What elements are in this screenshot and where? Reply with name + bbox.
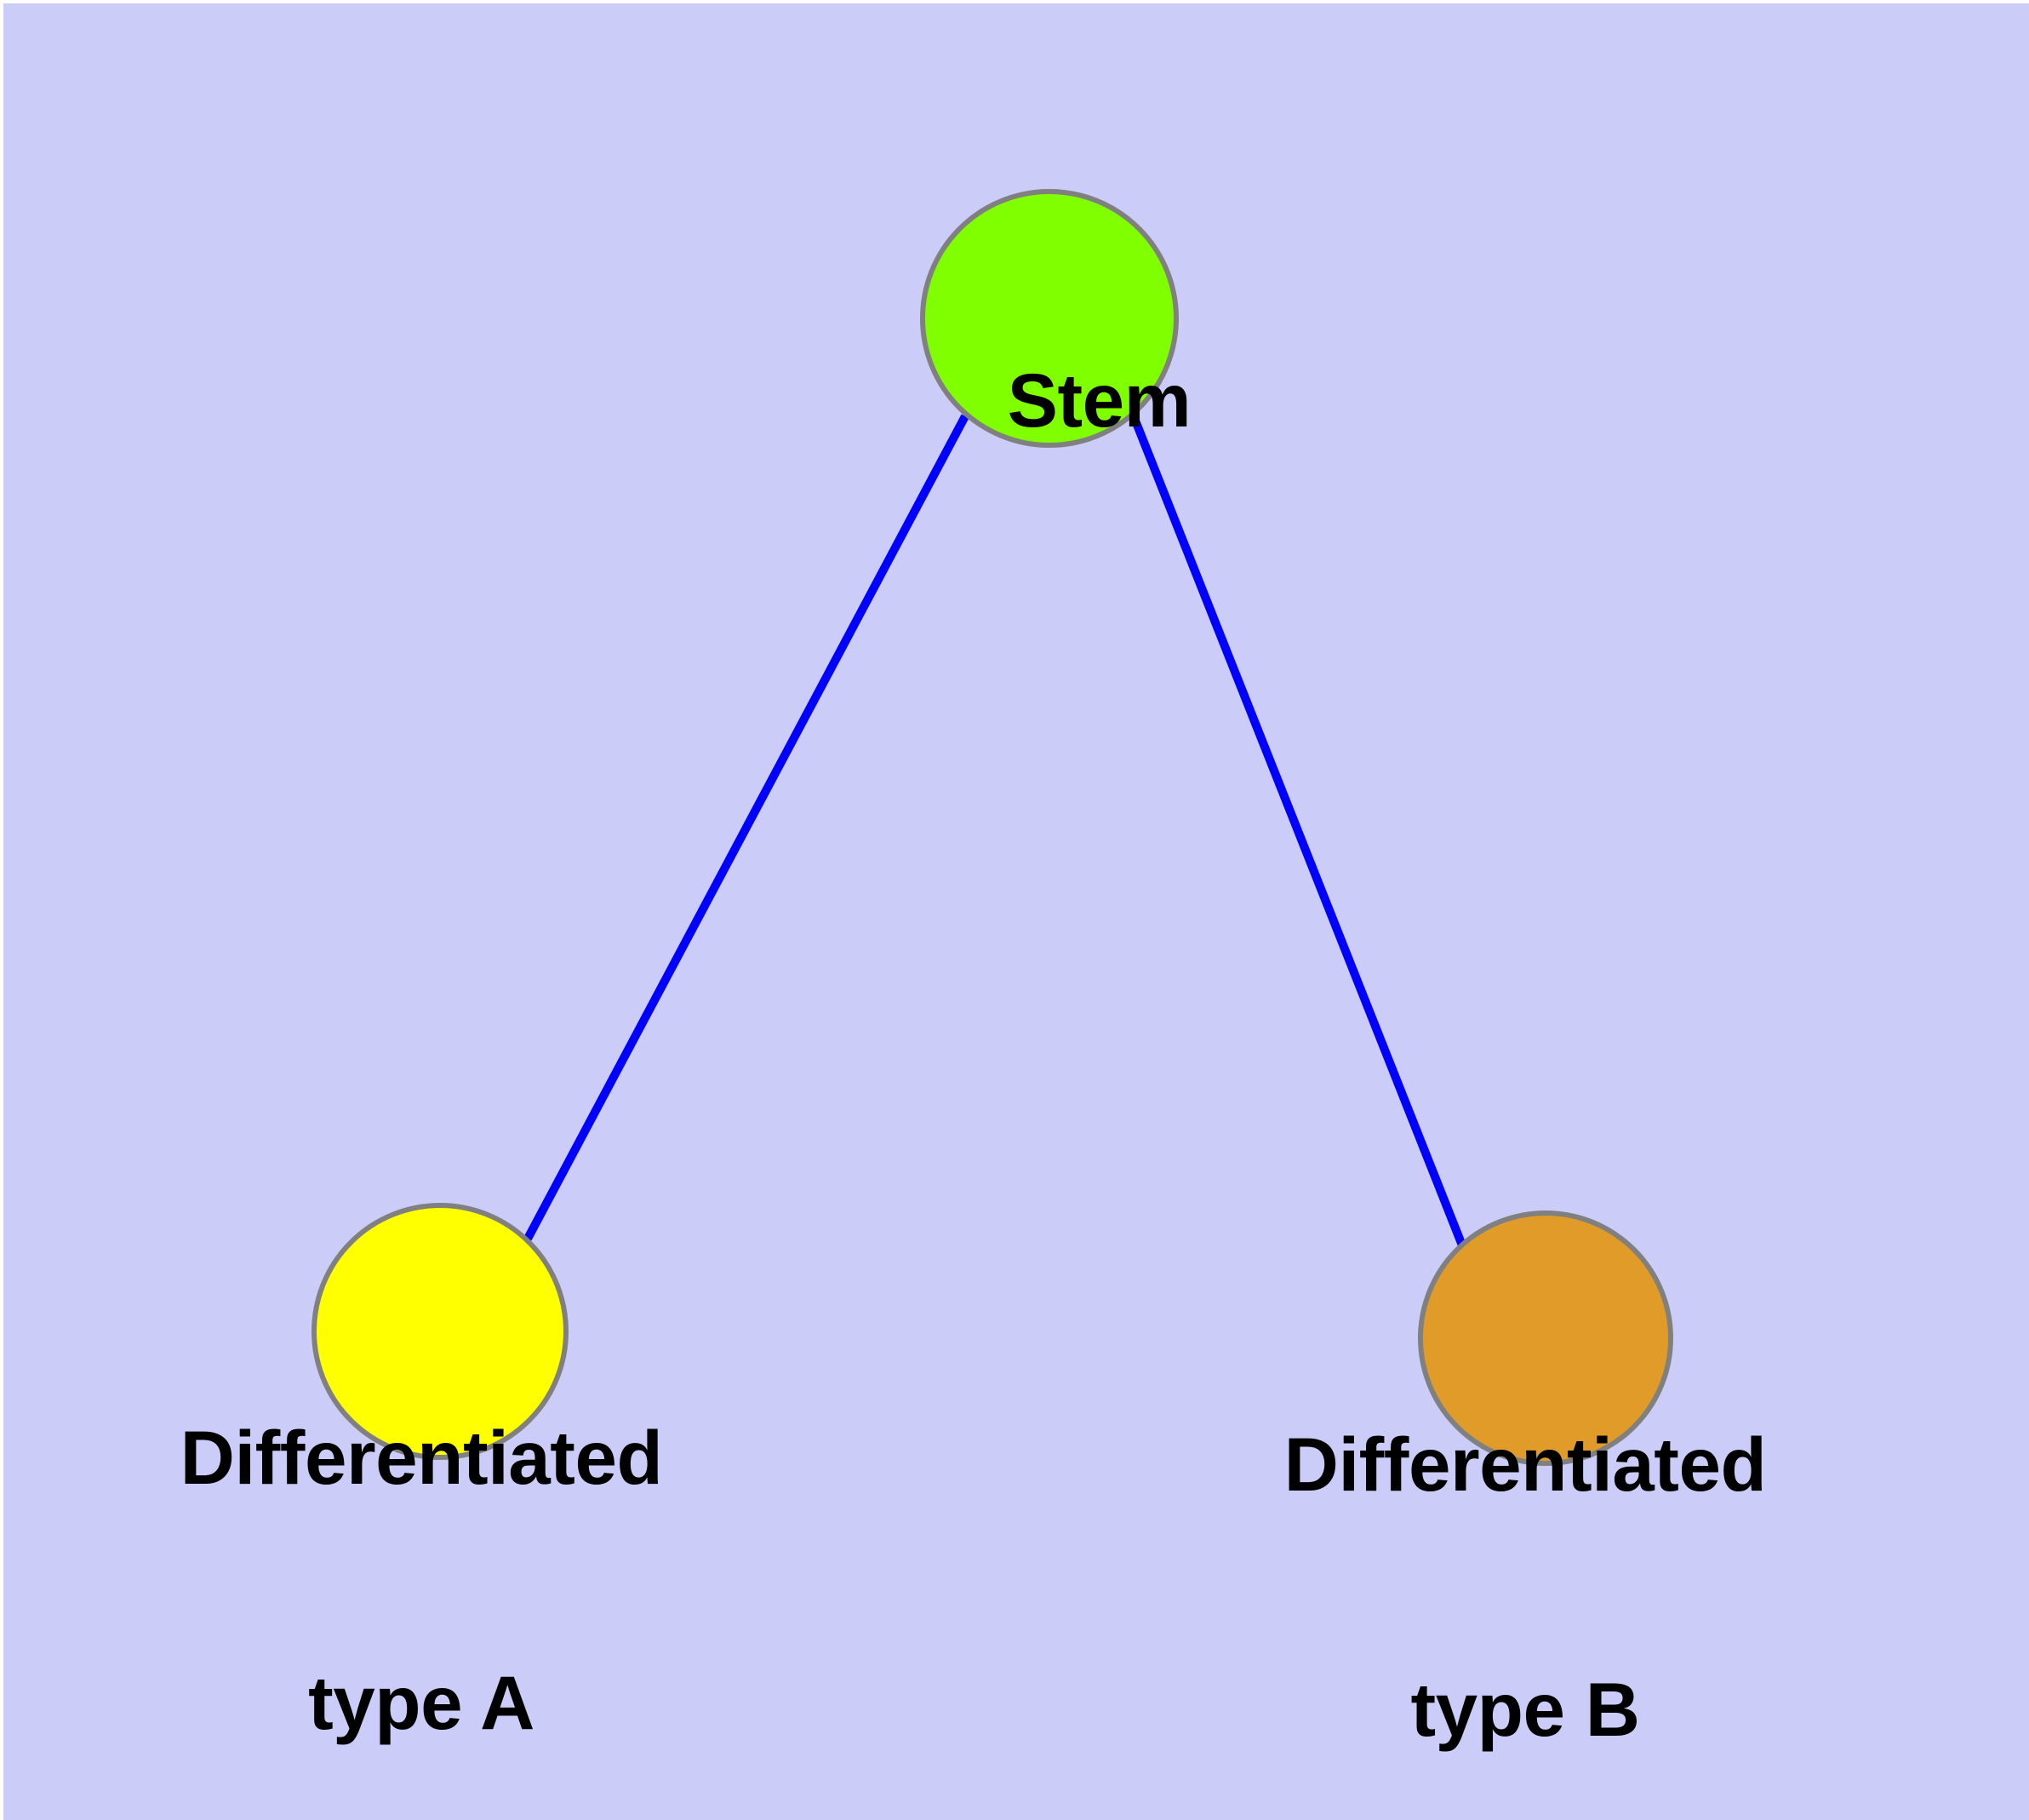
edge-layer [523, 414, 1468, 1251]
node-differentiated-type-b[interactable] [1418, 1210, 1673, 1466]
edge-stem-to-diff-a[interactable] [523, 414, 969, 1241]
node-stem[interactable] [920, 189, 1179, 448]
node-layer [311, 189, 1673, 1466]
edge-stem-to-diff-b[interactable] [1129, 415, 1468, 1251]
node-differentiated-type-a[interactable] [311, 1203, 569, 1460]
